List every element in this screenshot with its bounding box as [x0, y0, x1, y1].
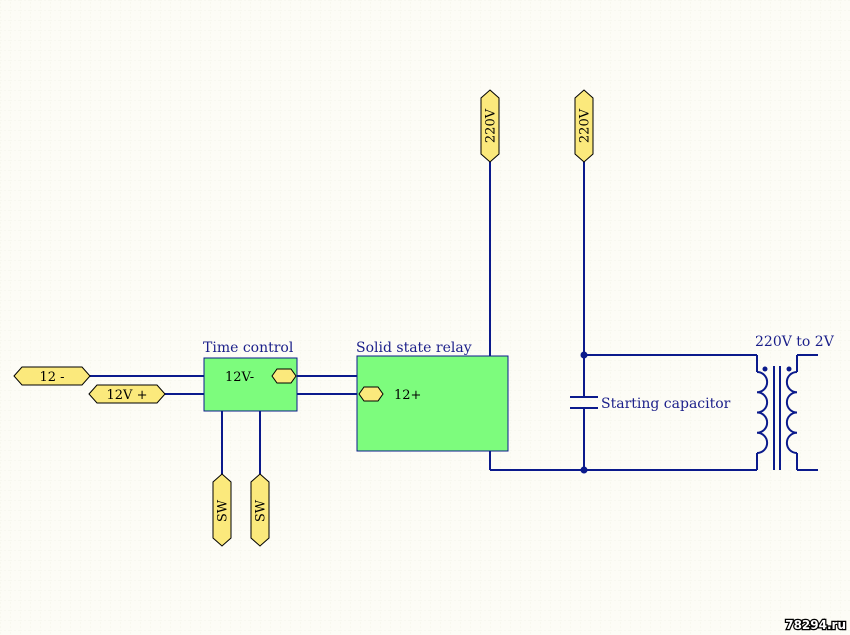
time-control-body — [203, 357, 298, 412]
port-sw-2[interactable]: SW — [250, 473, 270, 547]
relay-pin-label: 12+ — [394, 388, 421, 403]
transformer-polarity-dot-secondary — [786, 366, 792, 372]
port-positive[interactable]: 12V + — [88, 384, 166, 404]
port-mains-2[interactable]: 220V — [574, 89, 594, 163]
transformer-label: 220V to 2V — [755, 334, 835, 350]
port-negative-label: 12 - — [39, 370, 64, 385]
time-control-pin-label: 12V- — [225, 370, 254, 385]
junction-bottom — [580, 466, 588, 474]
time-control-title: Time control — [203, 340, 294, 356]
port-sw-1-shape — [212, 473, 232, 547]
capacitor-label: Starting capacitor — [601, 396, 731, 412]
wires — [90, 162, 818, 474]
port-mains-2-label: 220V — [578, 108, 593, 143]
transformer-secondary-coil — [785, 371, 798, 454]
time-control-pin — [271, 368, 297, 384]
watermark: 78294.ru — [785, 618, 846, 632]
starting-capacitor[interactable]: Starting capacitor — [570, 396, 731, 412]
port-mains-2-shape — [574, 89, 594, 163]
port-mains-1-label: 220V — [484, 108, 499, 143]
port-mains-1[interactable]: 220V — [480, 89, 500, 163]
transformer-polarity-dot-primary — [762, 366, 768, 372]
port-negative-shape — [13, 366, 91, 386]
port-sw-1-label: SW — [216, 499, 231, 522]
port-mains-1-shape — [480, 89, 500, 163]
port-sw-1[interactable]: SW — [212, 473, 232, 547]
junction-top — [580, 351, 588, 359]
port-sw-2-shape — [250, 473, 270, 547]
time-control-block[interactable]: Time control 12V- — [203, 340, 298, 412]
relay-title: Solid state relay — [356, 340, 472, 356]
relay-pin — [358, 386, 384, 402]
port-positive-shape — [88, 384, 166, 404]
relay-block[interactable]: Solid state relay 12+ — [356, 340, 509, 452]
transformer[interactable]: 220V to 2V — [755, 334, 835, 470]
junction-dots — [580, 351, 588, 474]
port-sw-2-label: SW — [254, 499, 269, 522]
port-negative[interactable]: 12 - — [13, 366, 91, 386]
port-positive-label: 12V + — [107, 388, 148, 403]
relay-body — [356, 355, 509, 452]
transformer-primary-coil — [756, 371, 769, 454]
